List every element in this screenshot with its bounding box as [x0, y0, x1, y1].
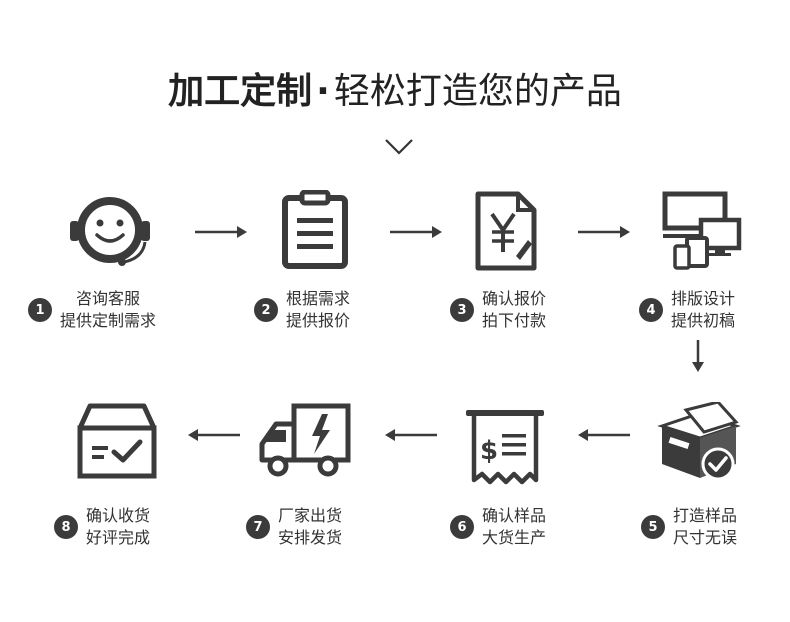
chevron-down-icon: [385, 139, 413, 155]
step-subtitle: 拍下付款: [482, 311, 547, 330]
arrow-left-icon: [188, 429, 240, 441]
svg-text:$: $: [480, 436, 498, 466]
step-subtitle: 好评完成: [86, 528, 151, 547]
delivered-box-icon: [77, 403, 157, 479]
clipboard-icon: [282, 190, 348, 269]
step-title: 咨询客服: [76, 289, 141, 308]
step-number-badge: 5: [641, 515, 665, 539]
step-label-8: 8 确认收货 好评完成: [54, 505, 150, 549]
delivery-truck-icon: [259, 403, 351, 477]
step-label-6: 6 确认样品 大货生产: [450, 505, 546, 549]
step-subtitle: 大货生产: [482, 528, 547, 547]
step-label-4: 4 排版设计 提供初稿: [639, 288, 735, 332]
box-check-icon: [657, 402, 741, 481]
title-bold: 加工定制: [168, 71, 313, 112]
step-title: 打造样品: [673, 506, 738, 525]
page-title: 加工定制·轻松打造您的产品: [0, 70, 790, 114]
step-number-badge: 7: [246, 515, 270, 539]
step-subtitle: 提供定制需求: [60, 311, 157, 330]
step-label-2: 2 根据需求 提供报价: [254, 288, 350, 332]
step-number-badge: 6: [450, 515, 474, 539]
step-number-badge: 2: [254, 298, 278, 322]
step-label-7: 7 厂家出货 安排发货: [246, 505, 342, 549]
step-subtitle: 尺寸无误: [673, 528, 738, 547]
devices-icon: [662, 191, 742, 270]
step-title: 根据需求: [286, 289, 351, 308]
step-title: 确认收货: [86, 506, 151, 525]
arrow-right-icon: [390, 226, 442, 238]
step-title: 排版设计: [671, 289, 736, 308]
step-label-3: 3 确认报价 拍下付款: [450, 288, 546, 332]
receipt-icon: $: [466, 410, 544, 485]
step-number-badge: 1: [28, 298, 52, 322]
yen-document-icon: [475, 191, 537, 271]
arrow-right-icon: [195, 226, 247, 238]
step-title: 确认样品: [482, 506, 547, 525]
step-title: 厂家出货: [278, 506, 343, 525]
step-number-badge: 3: [450, 298, 474, 322]
step-subtitle: 提供报价: [286, 311, 351, 330]
arrow-down-icon: [692, 340, 704, 372]
title-separator: ·: [316, 71, 330, 112]
step-label-5: 5 打造样品 尺寸无误: [641, 505, 737, 549]
arrow-left-icon: [385, 429, 437, 441]
step-subtitle: 安排发货: [278, 528, 343, 547]
step-label-1: 1 咨询客服 提供定制需求: [28, 288, 156, 332]
arrow-right-icon: [578, 226, 630, 238]
headset-smiley-icon: [70, 197, 150, 266]
step-number-badge: 8: [54, 515, 78, 539]
step-subtitle: 提供初稿: [671, 311, 736, 330]
arrow-left-icon: [578, 429, 630, 441]
step-number-badge: 4: [639, 298, 663, 322]
title-rest: 轻松打造您的产品: [333, 71, 622, 112]
step-title: 确认报价: [482, 289, 547, 308]
